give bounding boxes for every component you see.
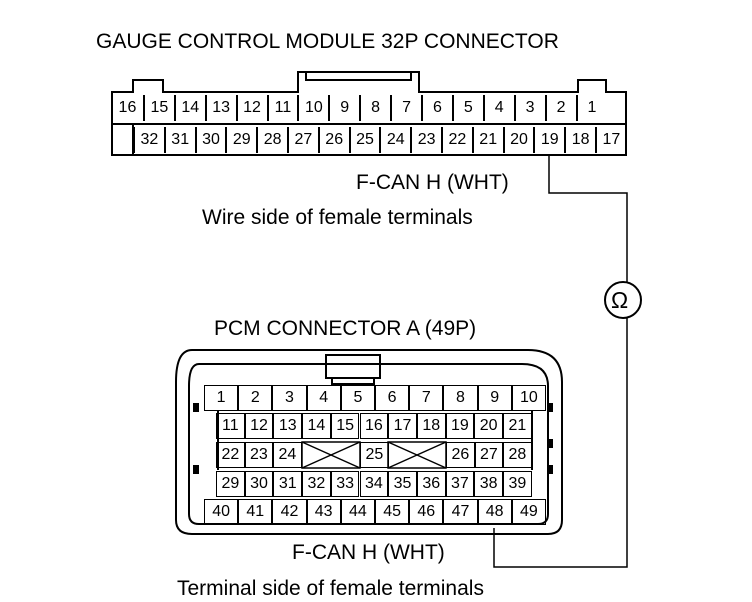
pcm-terminal-48: 48	[477, 499, 512, 525]
pcm-terminal-14: 14	[302, 413, 331, 439]
pcm-terminal-45: 45	[375, 499, 410, 525]
pcm-terminal-41: 41	[238, 499, 273, 525]
pcm-terminal-11: 11	[216, 413, 245, 439]
pcm-terminal-13: 13	[273, 413, 303, 439]
gauge-terminal-4: 4	[482, 95, 514, 121]
pcm-terminal-6: 6	[375, 385, 410, 411]
pcm-terminal-38: 38	[474, 471, 503, 497]
pcm-terminal-42: 42	[272, 499, 307, 525]
pcm-terminal-35: 35	[388, 471, 417, 497]
pcm-terminal-19: 19	[445, 413, 475, 439]
gauge-view-label: Wire side of female terminals	[202, 206, 473, 229]
gauge-terminal-25: 25	[348, 127, 380, 153]
pcm-terminal-24: 24	[273, 442, 302, 468]
gauge-terminal-19: 19	[533, 127, 564, 153]
pcm-terminal-31: 31	[273, 471, 303, 497]
pcm-terminal-28: 28	[503, 442, 532, 468]
pcm-terminal-18: 18	[416, 413, 446, 439]
pcm-terminal-34: 34	[359, 471, 389, 497]
gauge-terminal-18: 18	[564, 127, 595, 153]
pcm-terminal-9: 9	[477, 385, 512, 411]
gauge-terminal-29: 29	[225, 127, 256, 153]
gauge-terminal-23: 23	[410, 127, 441, 153]
pcm-terminal-32: 32	[302, 471, 331, 497]
pcm-terminal-27: 27	[474, 442, 504, 468]
gauge-terminal-28: 28	[256, 127, 287, 153]
pcm-terminal-29: 29	[216, 471, 245, 497]
gauge-terminal-12: 12	[235, 95, 267, 121]
gauge-terminal-21: 21	[471, 127, 503, 153]
pcm-terminal-43: 43	[306, 499, 341, 525]
gauge-terminal-16: 16	[118, 99, 137, 116]
gauge-terminal-22: 22	[441, 127, 472, 153]
gauge-terminal-32: 32	[133, 127, 164, 153]
pcm-terminal-47: 47	[443, 499, 478, 525]
pcm-terminal-40: 40	[204, 499, 239, 525]
pcm-terminal-26: 26	[446, 442, 475, 468]
pcm-terminal-2: 2	[238, 385, 273, 411]
pcm-terminal-21: 21	[503, 413, 532, 439]
gauge-connector-title: GAUGE CONTROL MODULE 32P CONNECTOR	[96, 30, 559, 53]
pcm-terminal-7: 7	[409, 385, 444, 411]
pcm-connector-title: PCM CONNECTOR A (49P)	[214, 317, 477, 340]
gauge-terminal-10: 10	[297, 95, 328, 121]
gauge-terminal-26: 26	[317, 127, 349, 153]
gauge-terminal-9: 9	[328, 95, 359, 121]
gauge-terminal-7: 7	[390, 95, 421, 121]
pcm-terminal-36: 36	[416, 471, 446, 497]
pcm-terminal-22: 22	[216, 442, 245, 468]
gauge-terminal-11: 11	[266, 95, 298, 121]
gauge-terminal-31: 31	[163, 127, 195, 153]
pcm-terminal-15: 15	[330, 413, 360, 439]
pcm-terminal-10: 10	[511, 385, 546, 411]
gauge-terminal-24: 24	[379, 127, 410, 153]
pcm-terminal-46: 46	[409, 499, 444, 525]
pcm-terminal-39: 39	[503, 471, 532, 497]
pcm-terminal-23: 23	[244, 442, 274, 468]
gauge-terminal-15: 15	[142, 95, 174, 121]
gauge-terminal-3: 3	[513, 95, 545, 121]
gauge-terminal-6: 6	[421, 95, 452, 121]
pcm-terminal-3: 3	[272, 385, 307, 411]
pcm-terminal-33: 33	[330, 471, 360, 497]
gauge-terminal-27: 27	[287, 127, 318, 153]
pcm-terminal-1: 1	[204, 385, 239, 411]
pcm-terminal-20: 20	[474, 413, 503, 439]
pcm-terminal-17: 17	[388, 413, 417, 439]
pcm-terminal-5: 5	[340, 385, 375, 411]
pcm-terminal-16: 16	[359, 413, 389, 439]
pcm-terminal-4: 4	[306, 385, 341, 411]
pcm-terminal-49: 49	[511, 499, 546, 525]
ohm-symbol: Ω	[611, 287, 629, 313]
gauge-terminal-20: 20	[502, 127, 534, 153]
gauge-terminal-14: 14	[173, 95, 205, 121]
pcm-terminal-12: 12	[244, 413, 274, 439]
pcm-terminal-label: F-CAN H (WHT)	[292, 541, 445, 564]
gauge-terminal-label: F-CAN H (WHT)	[356, 171, 509, 194]
gauge-terminal-2: 2	[544, 95, 576, 121]
pcm-view-label: Terminal side of female terminals	[177, 577, 484, 600]
pcm-terminal-44: 44	[340, 499, 375, 525]
gauge-terminal-13: 13	[204, 95, 236, 121]
gauge-terminal-30: 30	[194, 127, 226, 153]
test-lead-wires	[493, 155, 628, 568]
ohmmeter-icon	[604, 281, 642, 319]
pcm-terminal-25: 25	[360, 442, 389, 468]
gauge-terminal-8: 8	[359, 95, 390, 121]
pcm-terminal-37: 37	[445, 471, 475, 497]
gauge-terminal-1: 1	[575, 95, 607, 121]
gauge-terminal-5: 5	[451, 95, 483, 121]
pcm-terminal-30: 30	[244, 471, 274, 497]
gauge-terminal-17: 17	[595, 127, 626, 153]
pcm-terminal-8: 8	[443, 385, 478, 411]
